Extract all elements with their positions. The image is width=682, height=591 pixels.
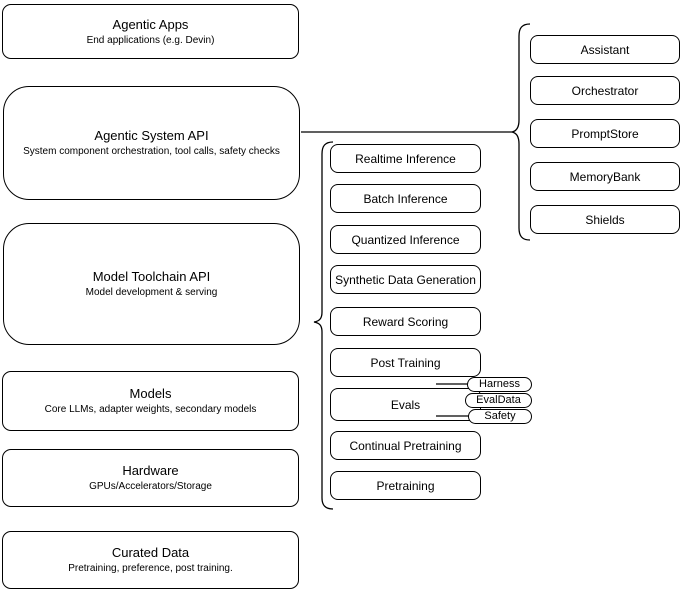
node-agentic-apps: Agentic Apps End applications (e.g. Devi… <box>2 4 299 59</box>
node-reward-scoring: Reward Scoring <box>330 307 481 336</box>
node-subtitle: Model development & serving <box>85 287 218 298</box>
node-evals-harness: Harness <box>467 377 532 392</box>
node-title: Agentic System API <box>94 128 209 143</box>
node-shields: Shields <box>530 205 680 234</box>
node-model-toolchain-api: Model Toolchain API Model development & … <box>3 223 300 345</box>
system-components-brace <box>511 23 531 241</box>
node-evals-evaldata: EvalData <box>465 393 532 408</box>
node-batch-inference: Batch Inference <box>330 184 481 213</box>
node-title: Agentic Apps <box>112 16 189 32</box>
node-orchestrator: Orchestrator <box>530 76 680 105</box>
node-subtitle: System component orchestration, tool cal… <box>23 146 280 157</box>
node-post-training: Post Training <box>330 348 481 377</box>
node-title: Model Toolchain API <box>92 269 211 284</box>
node-title: Hardware <box>122 463 179 478</box>
node-title: Models <box>129 386 172 401</box>
node-models: Models Core LLMs, adapter weights, secon… <box>2 371 299 431</box>
node-subtitle: End applications (e.g. Devin) <box>86 34 215 46</box>
node-evals-safety: Safety <box>468 409 532 424</box>
node-realtime-inference: Realtime Inference <box>330 144 481 173</box>
node-pretraining: Pretraining <box>330 471 481 500</box>
node-memorybank: MemoryBank <box>530 162 680 191</box>
node-promptstore: PromptStore <box>530 119 680 148</box>
node-curated-data: Curated Data Pretraining, preference, po… <box>2 531 299 589</box>
node-hardware: Hardware GPUs/Accelerators/Storage <box>2 449 299 507</box>
node-subtitle: GPUs/Accelerators/Storage <box>89 481 212 492</box>
node-synthetic-data-generation: Synthetic Data Generation <box>330 265 481 294</box>
node-subtitle: Core LLMs, adapter weights, secondary mo… <box>44 404 257 415</box>
node-subtitle: Pretraining, preference, post training. <box>68 563 233 574</box>
node-quantized-inference: Quantized Inference <box>330 225 481 254</box>
node-assistant: Assistant <box>530 35 680 64</box>
node-evals: Evals <box>330 388 481 421</box>
node-title: Curated Data <box>111 545 190 560</box>
node-agentic-system-api: Agentic System API System component orch… <box>3 86 300 200</box>
node-continual-pretraining: Continual Pretraining <box>330 431 481 460</box>
